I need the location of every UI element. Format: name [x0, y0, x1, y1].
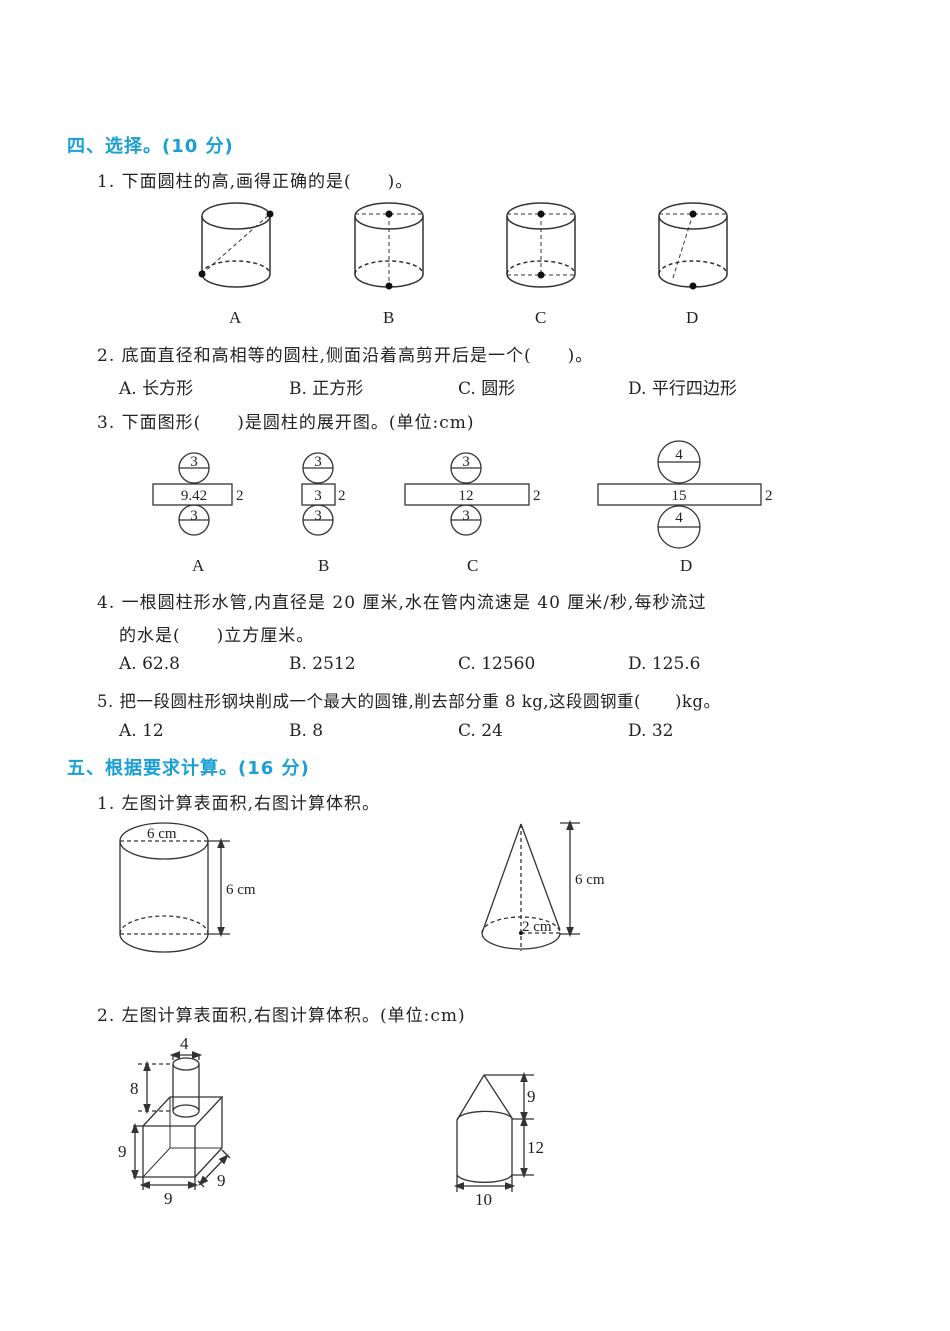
q3-label-c: C — [467, 556, 479, 575]
net-d-circle-bottom: 4 — [675, 510, 683, 526]
cone-top-height-label: 9 — [527, 1087, 536, 1106]
small-cylinder-diameter-label: 4 — [180, 1034, 189, 1053]
question-4-line1: 4. 一根圆柱形水管,内直径是 20 厘米,水在管内流速是 40 厘米/秒,每秒… — [97, 593, 707, 613]
q3-label-b: B — [318, 556, 330, 575]
cube-width-label: 9 — [164, 1189, 173, 1208]
net-c-circle-bottom: 3 — [462, 508, 470, 524]
question-3-text: 3. 下面图形( )是圆柱的展开图。(单位:cm) — [97, 413, 475, 433]
net-b-height: 2 — [338, 488, 346, 504]
s5q2-figures: 4 8 9 9 9 9 12 10 — [118, 1034, 544, 1209]
net-c-rect: 12 — [459, 488, 474, 504]
q2-option-a: A. 长方形 — [119, 379, 194, 399]
q3-net-figures: 3 9.42 3 2 3 3 3 2 3 12 3 2 4 15 4 2 — [152, 440, 773, 549]
net-a-circle-top: 3 — [190, 454, 198, 470]
q5-option-a: A. 12 — [119, 721, 164, 741]
q5-option-c: C. 24 — [458, 721, 503, 741]
net-a-height: 2 — [236, 488, 244, 504]
section-4-title: 四、选择。(10 分) — [67, 136, 234, 157]
net-c-circle-top: 3 — [462, 454, 470, 470]
section5-question-2-text: 2. 左图计算表面积,右图计算体积。(单位:cm) — [97, 1006, 466, 1026]
q5-option-d: D. 32 — [628, 721, 674, 741]
net-d-height: 2 — [765, 488, 773, 504]
question-2-text: 2. 底面直径和高相等的圆柱,侧面沿着高剪开后是一个( )。 — [97, 346, 594, 366]
q3-label-a: A — [192, 556, 205, 575]
q1-label-b: B — [383, 308, 395, 327]
net-d-circle-top: 4 — [675, 447, 683, 463]
section-5-title: 五、根据要求计算。(16 分) — [67, 758, 310, 779]
net-b-circle-bottom: 3 — [314, 508, 322, 524]
cylinder-body-height-label: 12 — [527, 1138, 544, 1157]
q4-option-b: B. 2512 — [289, 654, 356, 674]
cone-height-label: 6 cm — [575, 872, 605, 888]
cylinder-height-label: 6 cm — [226, 882, 256, 898]
cylinder-diameter-label: 6 cm — [147, 826, 177, 842]
net-c-height: 2 — [533, 488, 541, 504]
q2-option-d: D. 平行四边形 — [628, 379, 737, 399]
cube-depth-label: 9 — [217, 1171, 226, 1190]
net-b-rect: 3 — [314, 488, 322, 504]
net-a-circle-bottom: 3 — [190, 508, 198, 524]
cylinder-body-diameter-label: 10 — [475, 1190, 492, 1209]
q2-option-c: C. 圆形 — [458, 379, 516, 399]
q4-option-d: D. 125.6 — [628, 654, 701, 674]
q3-label-d: D — [680, 556, 693, 575]
question-1-text: 1. 下面圆柱的高,画得正确的是( )。 — [97, 172, 414, 192]
question-4-line2: 的水是( )立方厘米。 — [119, 626, 315, 646]
section5-question-1-text: 1. 左图计算表面积,右图计算体积。 — [97, 794, 381, 814]
net-a-rect: 9.42 — [181, 488, 207, 504]
q1-label-c: C — [535, 308, 547, 327]
cube-height-label: 9 — [118, 1142, 127, 1161]
cone-radius-label: 2 cm — [522, 919, 552, 935]
s5q1-figures: 6 cm 6 cm 6 cm 2 cm — [119, 819, 605, 953]
net-b-circle-top: 3 — [314, 454, 322, 470]
net-d-rect: 15 — [672, 488, 687, 504]
small-cylinder-height-label: 8 — [130, 1079, 139, 1098]
q4-option-c: C. 12560 — [458, 654, 536, 674]
q1-cylinder-figures — [198, 202, 728, 290]
q1-label-a: A — [229, 308, 242, 327]
q2-option-b: B. 正方形 — [289, 379, 364, 399]
q5-option-b: B. 8 — [289, 721, 324, 741]
question-5-text: 5. 把一段圆柱形钢块削成一个最大的圆锥,削去部分重 8 kg,这段圆钢重( )… — [97, 692, 721, 711]
q1-label-d: D — [686, 308, 699, 327]
q4-option-a: A. 62.8 — [119, 654, 180, 674]
